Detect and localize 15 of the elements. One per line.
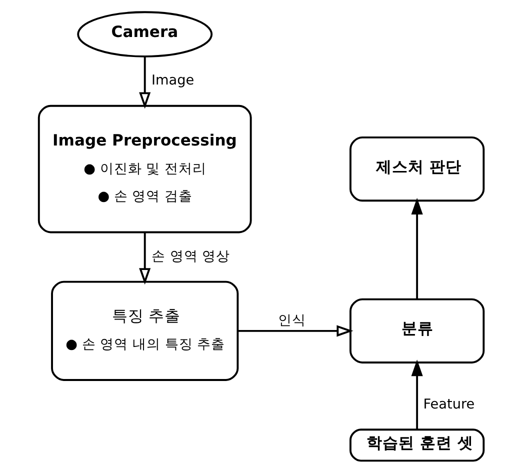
- node-box: 분류: [350, 298, 485, 364]
- edge-label: Feature: [423, 396, 475, 412]
- node-ellipse: Camera: [77, 11, 213, 58]
- arrow: [238, 325, 354, 337]
- edge-label: 인식: [278, 312, 306, 328]
- arrow: [411, 360, 423, 430]
- edge-label: 손 영역 영상: [151, 248, 230, 265]
- node-box: 특징 추출 ● 손 영역 내의 특징 추출: [51, 280, 239, 381]
- node-box: 학습된 훈련 셋: [350, 428, 485, 462]
- node-box: Image Preprocessing ● 이진화 및 전처리 ● 손 영역 검출: [38, 104, 252, 234]
- arrow: [139, 56, 151, 109]
- edge-label: Image: [152, 72, 194, 89]
- arrow: [139, 232, 151, 285]
- node-box: 제스처 판단: [350, 136, 485, 202]
- arrow: [411, 198, 423, 300]
